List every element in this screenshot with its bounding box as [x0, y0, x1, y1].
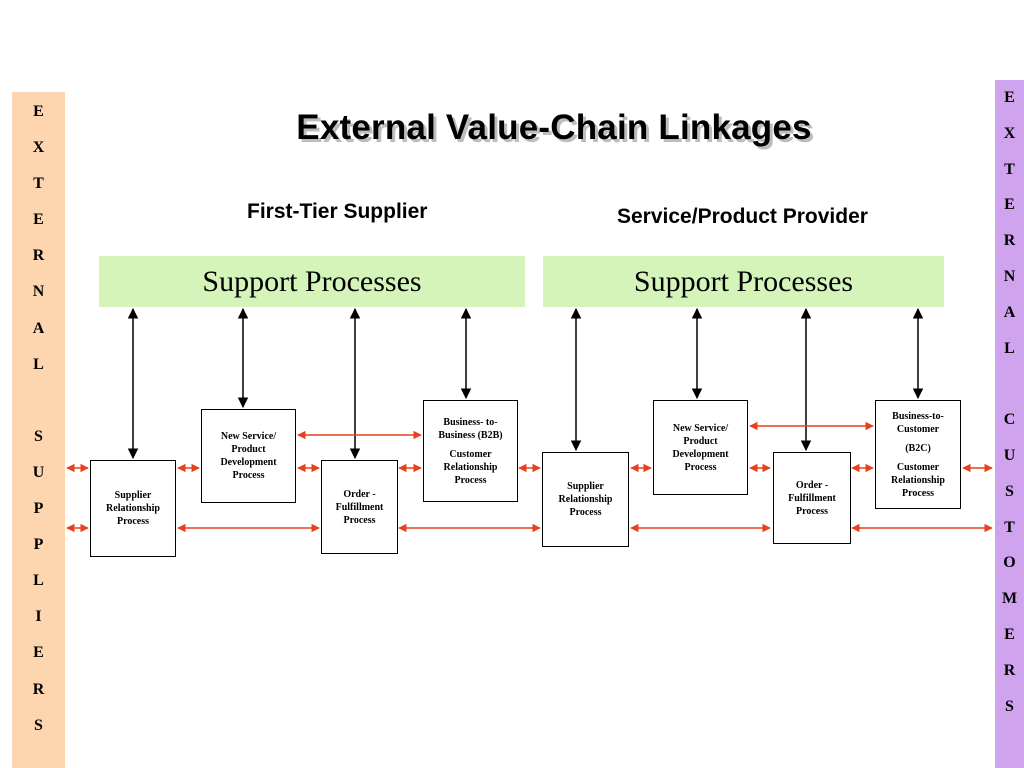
vertical-letter: U	[1003, 446, 1016, 464]
box-line: Product	[231, 444, 266, 455]
vertical-letter: I	[35, 608, 42, 626]
vertical-letter: N	[32, 283, 45, 301]
box-line: Order -	[795, 479, 829, 491]
service-product-provider-label: Service/Product Provider	[617, 205, 868, 228]
box-line: Business-to-	[892, 410, 944, 422]
vertical-letter: P	[33, 500, 44, 518]
box-line: New Service/	[220, 431, 277, 442]
new-service-product-development-process-left: New Service/ Product Development Process	[201, 409, 296, 503]
b2b-customer-relationship-process: Business- to- Business (B2B) Customer Re…	[423, 400, 518, 502]
vertical-letter: S	[34, 716, 43, 734]
box-line: Process	[684, 461, 717, 473]
vertical-letter: T	[1004, 518, 1015, 536]
vertical-letter: S	[34, 427, 43, 445]
supplier-relationship-process-left: Supplier Relationship Process	[90, 460, 176, 557]
box-line: Customer	[896, 423, 940, 435]
box-line: Process	[795, 505, 829, 517]
vertical-letter: E	[33, 211, 44, 229]
vertical-letter: A	[32, 319, 45, 337]
first-tier-supplier-label: First-Tier Supplier	[247, 200, 428, 223]
box-line: Fulfillment	[335, 501, 384, 513]
vertical-letter: E	[33, 103, 44, 120]
box-line: Relationship	[891, 474, 945, 486]
box-line: Fulfillment	[788, 492, 836, 504]
order-fulfillment-process-left: Order - Fulfillment Process	[321, 460, 398, 554]
vertical-letter: R	[32, 680, 45, 698]
order-fulfillment-process-right: Order - Fulfillment Process	[773, 452, 851, 544]
box-line: (B2C)	[905, 442, 931, 454]
box-line: Relationship	[443, 461, 498, 473]
box-line: Process	[343, 514, 376, 526]
new-service-product-development-process-right: New Service/ Product Development Process	[653, 400, 748, 495]
vertical-letter: X	[32, 139, 45, 157]
vertical-letter: E	[1004, 196, 1015, 214]
box-line: Development	[220, 457, 277, 468]
support-processes-right: Support Processes	[543, 256, 944, 307]
box-line: Relationship	[558, 494, 613, 505]
vertical-letter: T	[1004, 160, 1015, 178]
vertical-letter: L	[1004, 339, 1015, 357]
vertical-letter: U	[32, 463, 45, 481]
box-line: Process	[116, 516, 150, 527]
vertical-letter: T	[33, 175, 44, 193]
box-line: Supplier	[114, 490, 152, 501]
box-line: Business (B2B)	[438, 429, 503, 441]
vertical-letter: O	[1003, 554, 1016, 572]
vertical-letter: E	[1004, 625, 1015, 643]
box-line: Supplier	[567, 481, 604, 492]
box-line: Order -	[343, 488, 376, 500]
box-line: Customer	[449, 448, 492, 460]
box-line: Process	[901, 487, 935, 499]
vertical-letter: R	[1003, 661, 1016, 679]
box-line: Process	[569, 507, 602, 518]
box-line: Process	[454, 474, 487, 486]
box-line: Business- to-	[443, 416, 498, 428]
vertical-letter: S	[1005, 697, 1014, 715]
vertical-letter: L	[33, 355, 44, 373]
vertical-letter: M	[1001, 590, 1018, 608]
support-processes-left: Support Processes	[99, 256, 525, 307]
box-line: Customer	[896, 461, 940, 473]
vertical-letter: E	[33, 644, 44, 662]
b2c-customer-relationship-process: Business-to- Customer (B2C) Customer Rel…	[875, 400, 961, 509]
vertical-letter: C	[1003, 411, 1016, 429]
box-line: Development	[672, 448, 729, 460]
vertical-letter: L	[33, 572, 44, 590]
vertical-letter: X	[1003, 124, 1016, 142]
vertical-letter: E	[1004, 89, 1015, 106]
vertical-letter: R	[1003, 232, 1016, 250]
supplier-relationship-process-right: Supplier Relationship Process	[542, 452, 629, 547]
vertical-letter: N	[1003, 267, 1016, 285]
vertical-letter: A	[1003, 303, 1016, 321]
box-line: Relationship	[106, 503, 160, 514]
vertical-letter: P	[33, 536, 44, 554]
vertical-letter: R	[32, 247, 45, 265]
vertical-letter: S	[1005, 482, 1014, 500]
box-line: New Service/	[672, 422, 729, 434]
box-line: Process	[232, 470, 265, 481]
box-line: Product	[683, 435, 718, 447]
page-title: External Value-Chain Linkages	[296, 108, 812, 147]
